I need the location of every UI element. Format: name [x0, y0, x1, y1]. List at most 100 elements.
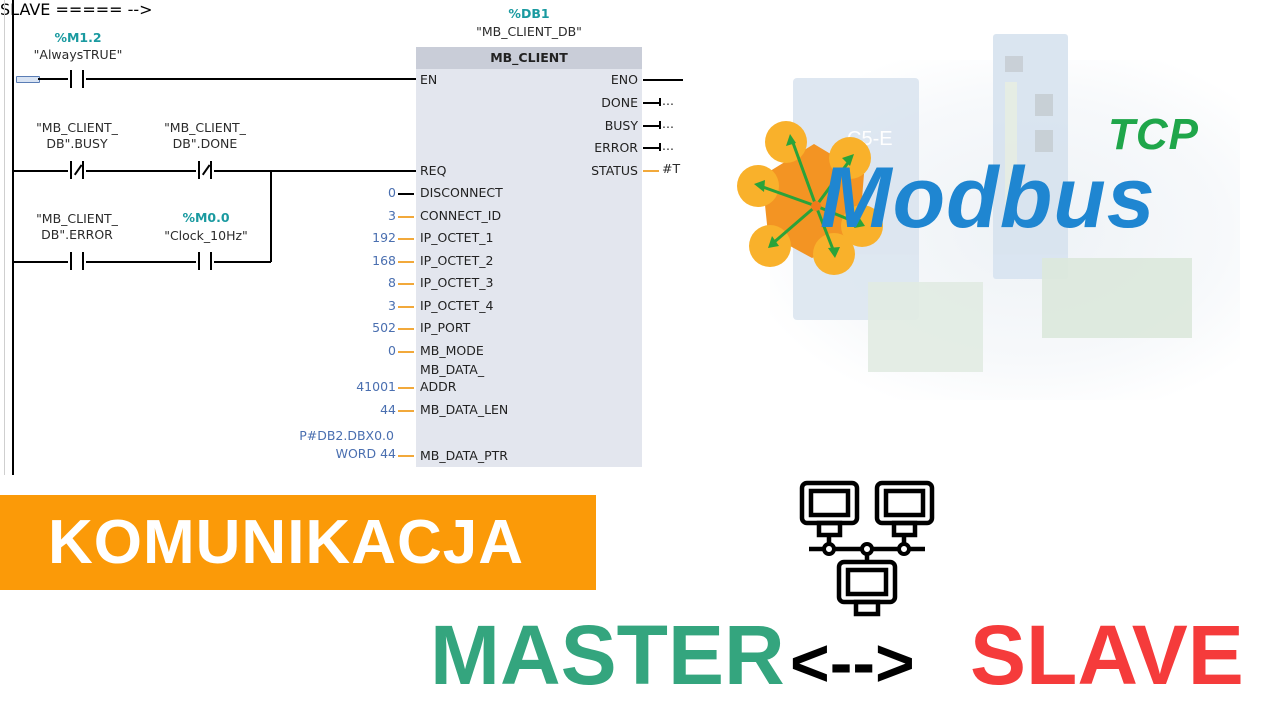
symbol-line: DB".DONE: [172, 136, 238, 151]
branch-wire: [270, 170, 272, 262]
contact-symbol: "AlwaysTRUE": [33, 47, 123, 62]
symbol-line: "MB_CLIENT_: [164, 120, 246, 135]
contact-no-clock[interactable]: [196, 252, 214, 270]
pin-en: EN: [420, 72, 438, 87]
tcp-label: TCP: [1108, 110, 1199, 159]
wire: [86, 261, 196, 263]
wire: [214, 170, 416, 172]
instance-name: "MB_CLIENT_DB": [476, 24, 582, 39]
wire: [643, 170, 659, 172]
wire: [398, 283, 414, 285]
pin-done: DONE: [601, 95, 638, 110]
pin-ip-octet-3: IP_OCTET_3: [420, 275, 494, 290]
wire: [14, 261, 68, 263]
wire: [214, 261, 271, 263]
input-value[interactable]: 502: [372, 320, 396, 335]
contact-symbol: "MB_CLIENT_ DB".ERROR: [22, 211, 132, 243]
pin-ip-octet-2: IP_OCTET_2: [420, 253, 494, 268]
pin-req: REQ: [420, 163, 447, 178]
pin-ip-octet-4: IP_OCTET_4: [420, 298, 494, 313]
master-label: MASTER: [430, 608, 785, 702]
pin-disconnect: DISCONNECT: [420, 185, 503, 200]
wire: [643, 147, 659, 149]
contact-symbol: "MB_CLIENT_ DB".DONE: [150, 120, 260, 152]
input-value[interactable]: 44: [380, 402, 396, 417]
wire: [398, 351, 414, 353]
contact-address: %M0.0: [182, 210, 230, 225]
input-value[interactable]: 192: [372, 230, 396, 245]
wire: [398, 455, 414, 457]
wire: [398, 306, 414, 308]
input-value[interactable]: 3: [388, 298, 396, 313]
pin-error: ERROR: [594, 140, 638, 155]
network-computers-icon: [799, 480, 935, 617]
contact-nc-done[interactable]: [196, 161, 214, 179]
pcb-board-image: [1042, 258, 1192, 338]
instance-address: %DB1: [508, 6, 550, 21]
wire: [398, 328, 414, 330]
wire: [398, 238, 414, 240]
modbus-wordmark: Modbus: [820, 150, 1156, 246]
title-banner: [0, 495, 596, 590]
open-output-terminal: [659, 143, 661, 151]
wire: [398, 216, 414, 218]
contact-symbol: "MB_CLIENT_ DB".BUSY: [22, 120, 132, 152]
symbol-line: DB".BUSY: [46, 136, 108, 151]
contact-no-always-true[interactable]: [68, 70, 86, 88]
output-value[interactable]: #T: [662, 161, 681, 176]
pin-mb-data-addr: ADDR: [420, 379, 457, 394]
wire: [398, 410, 414, 412]
input-value[interactable]: 0: [388, 343, 396, 358]
rung-selector-handle[interactable]: [16, 76, 40, 83]
pin-mb-data-ptr: MB_DATA_PTR: [420, 448, 508, 463]
output-value[interactable]: ...: [662, 138, 674, 153]
banner-title: KOMUNIKACJA: [48, 508, 524, 577]
wire: [398, 387, 414, 389]
wire: [14, 170, 68, 172]
pin-ip-port: IP_PORT: [420, 320, 471, 335]
power-rail: [12, 0, 14, 475]
contact-address: %M1.2: [54, 30, 102, 45]
input-value-line1[interactable]: P#DB2.DBX0.0: [299, 428, 394, 443]
input-value[interactable]: 0: [388, 185, 396, 200]
open-output-terminal: [659, 121, 661, 129]
modbus-network-emblem-icon: [737, 121, 883, 275]
pin-ip-octet-1: IP_OCTET_1: [420, 230, 494, 245]
wire: [38, 78, 68, 80]
wire: [643, 125, 659, 127]
symbol-line: "MB_CLIENT_: [36, 211, 118, 226]
pin-connect-id: CONNECT_ID: [420, 208, 502, 223]
pcb-board-image: [868, 282, 983, 372]
pin-busy: BUSY: [604, 118, 638, 133]
output-value[interactable]: ...: [662, 116, 674, 131]
open-output-terminal: [659, 98, 661, 106]
contact-no-error[interactable]: [68, 252, 86, 270]
symbol-line: DB".ERROR: [41, 227, 113, 242]
symbol-line: "MB_CLIENT_: [36, 120, 118, 135]
wire: [86, 78, 416, 80]
pin-eno: ENO: [610, 72, 638, 87]
wire: [398, 261, 414, 263]
contact-nc-busy[interactable]: [68, 161, 86, 179]
controller-module-image: [993, 34, 1068, 279]
pin-mb-mode: MB_MODE: [420, 343, 484, 358]
slave-label: SLAVE: [970, 608, 1244, 702]
input-value[interactable]: WORD 44: [335, 446, 396, 461]
wire: [643, 102, 659, 104]
pin-status: STATUS: [591, 163, 638, 178]
wire: [398, 193, 414, 195]
input-value[interactable]: 3: [388, 208, 396, 223]
editor-border: [4, 0, 5, 475]
input-value[interactable]: 168: [372, 253, 396, 268]
input-value[interactable]: 41001: [356, 379, 396, 394]
wire: [86, 170, 196, 172]
wire: [643, 79, 683, 81]
block-type: MB_CLIENT: [416, 47, 642, 69]
pin-mb-data-addr-line1: MB_DATA_: [420, 362, 485, 377]
output-value[interactable]: ...: [662, 93, 674, 108]
pin-mb-data-len: MB_DATA_LEN: [420, 402, 509, 417]
input-value[interactable]: 8: [388, 275, 396, 290]
contact-symbol: "Clock_10Hz": [164, 228, 248, 243]
block-body: [416, 47, 642, 467]
bidirectional-arrow: <-->: [790, 625, 915, 701]
